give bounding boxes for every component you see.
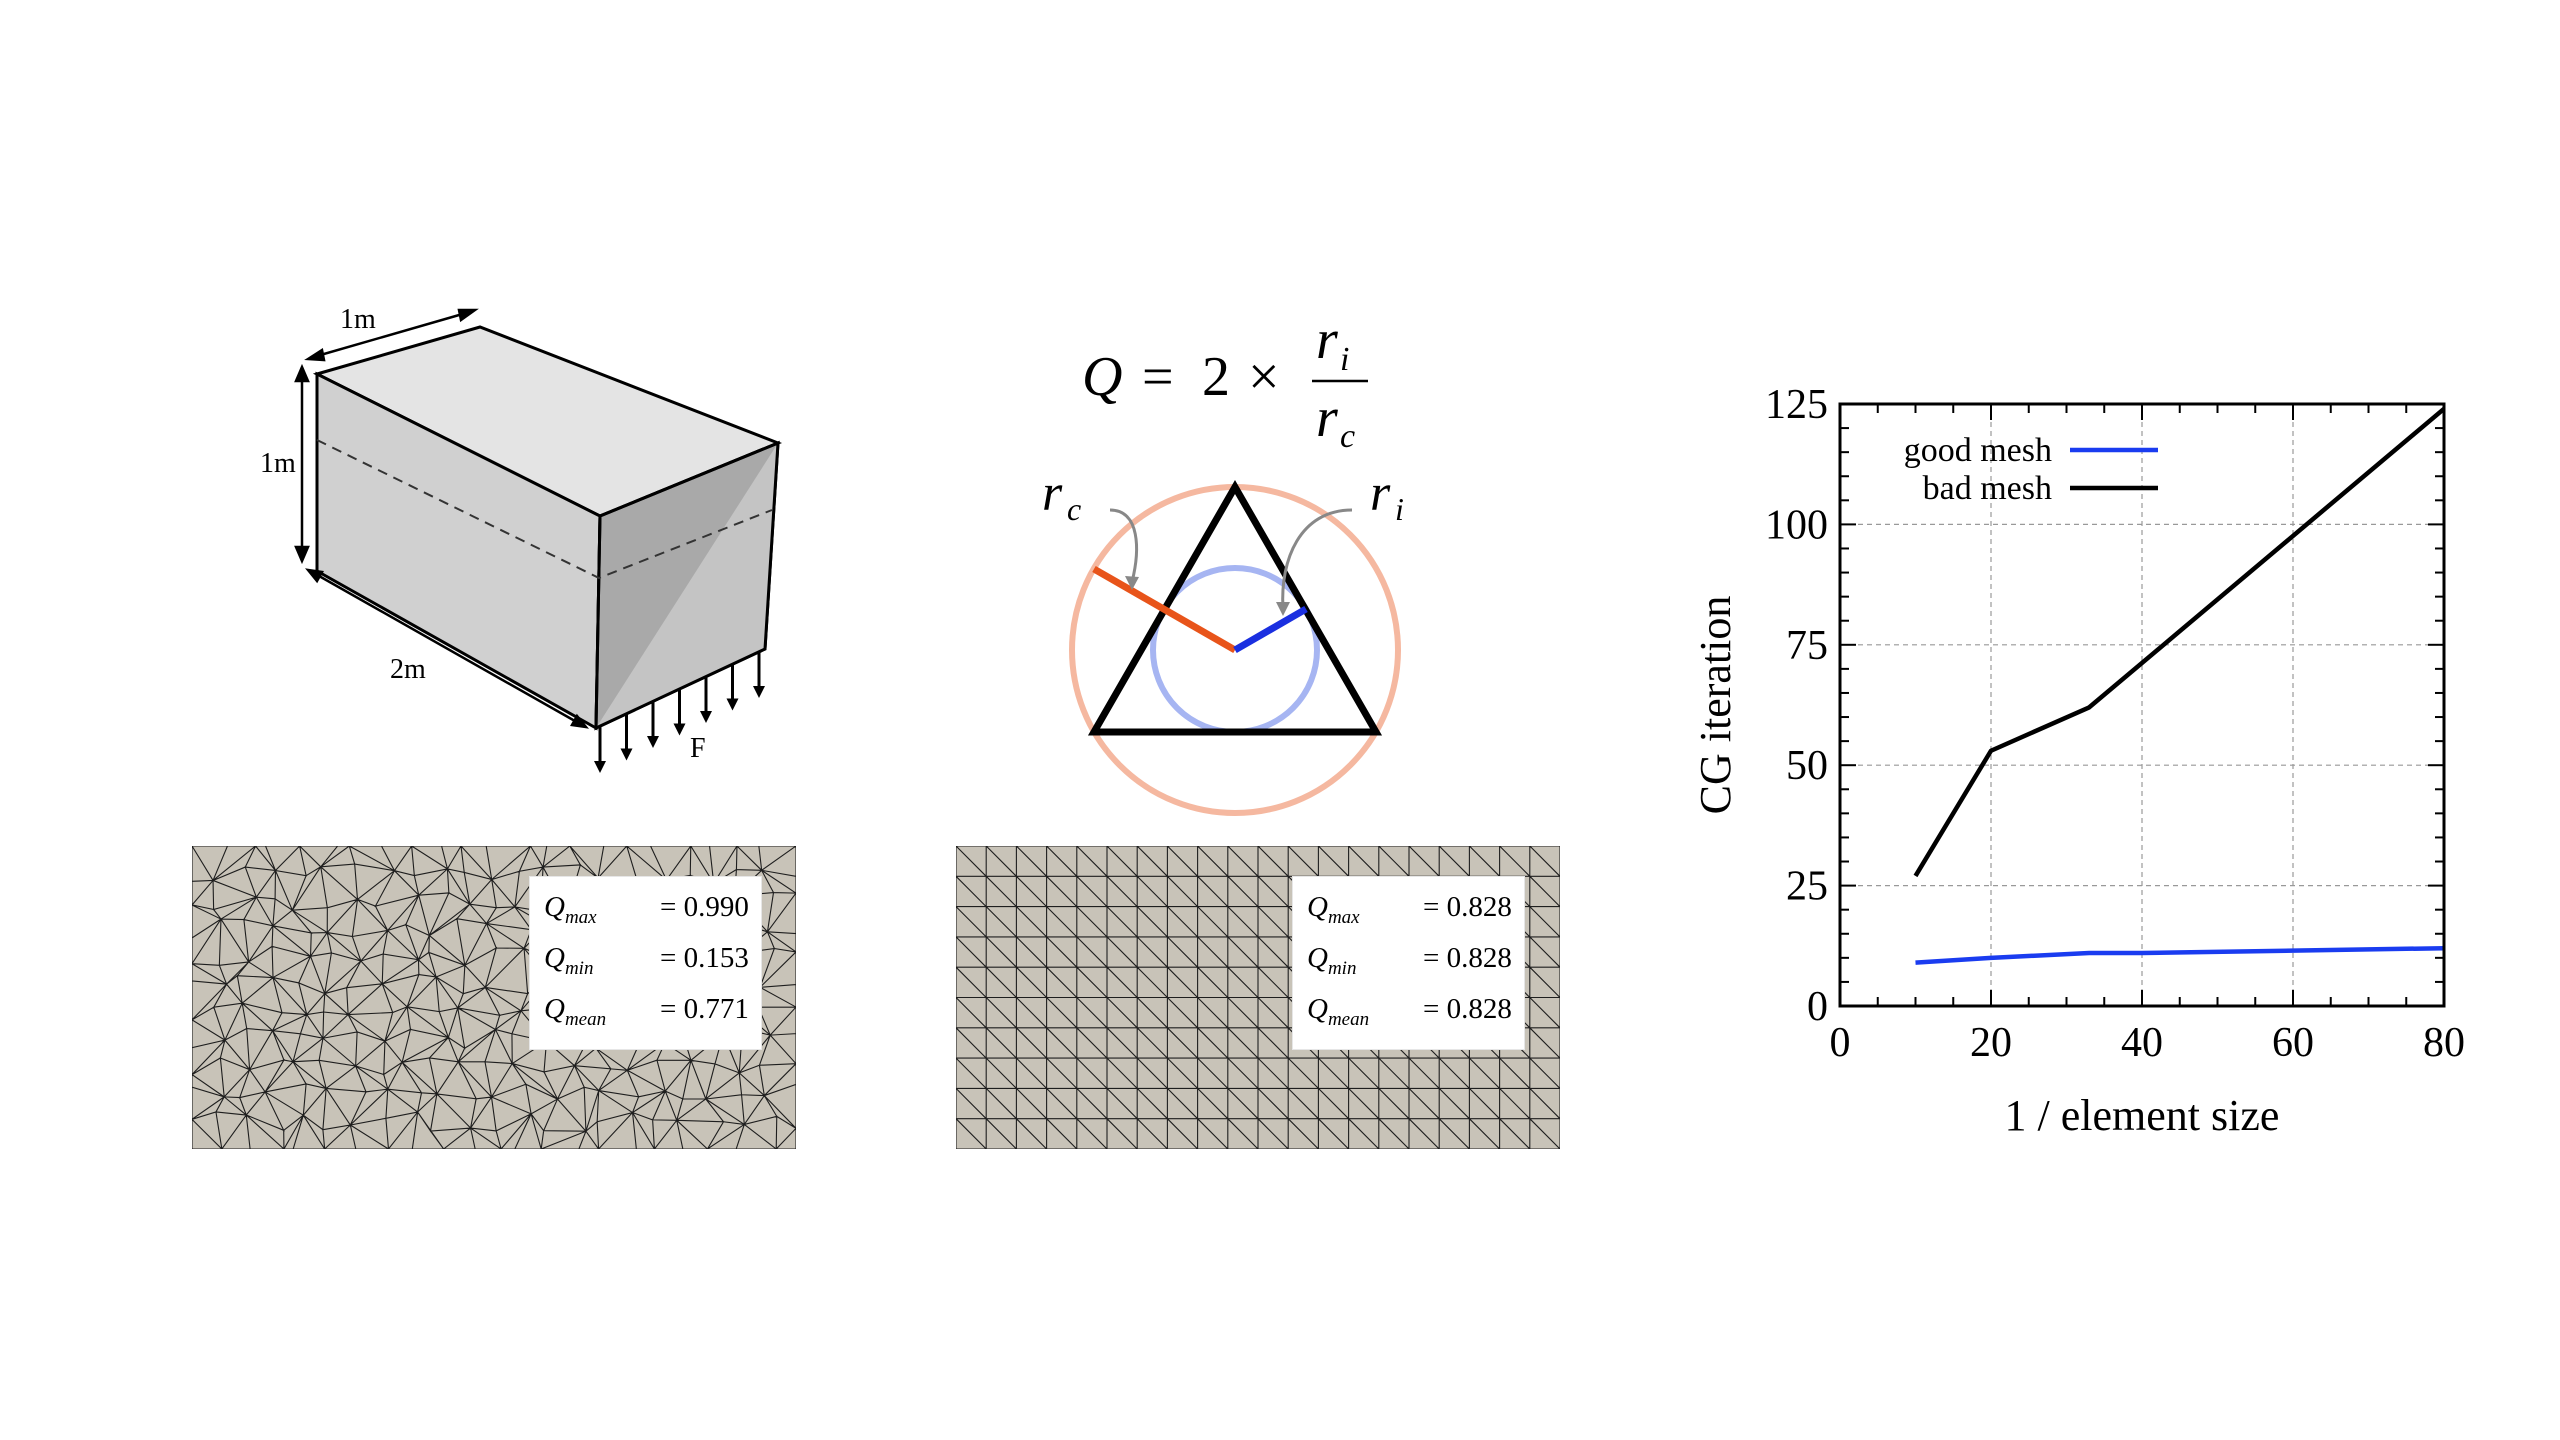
force-arrow-head xyxy=(620,748,633,761)
dim-width-arrow xyxy=(304,308,479,362)
bad-q-max-row: Qmax = 0.990 xyxy=(544,887,749,938)
y-tick-label: 100 xyxy=(1765,502,1828,548)
dim-height-arrow xyxy=(294,363,310,565)
formula-numerator-sub: i xyxy=(1340,341,1349,378)
good-q-mean-row: Qmean = 0.828 xyxy=(1307,989,1512,1040)
chart-grid xyxy=(1840,404,2444,1006)
box-midline xyxy=(316,439,773,580)
y-axis-label: CG iteration xyxy=(1691,596,1740,815)
box-side-outline xyxy=(594,440,780,731)
bad-q-max-value: = 0.990 xyxy=(660,891,749,923)
ri-segment xyxy=(1233,605,1308,654)
dim-height-label: 1m xyxy=(260,448,296,479)
dim-length-arrow xyxy=(305,568,589,729)
force-arrows xyxy=(594,652,765,773)
formula-lhs: Q xyxy=(1082,346,1122,408)
rc-label: r xyxy=(1042,465,1063,522)
y-tick-label: 75 xyxy=(1786,623,1828,669)
force-arrow-head xyxy=(753,686,765,698)
bad-q-mean-value: = 0.771 xyxy=(660,992,749,1025)
bad-mesh-panel: Qmax = 0.990 Qmin = 0.153 Qmean = 0.771 xyxy=(191,845,797,1150)
force-arrow-head xyxy=(700,711,712,723)
good-mesh-panel: Qmax = 0.828 Qmin = 0.828 Qmean = 0.828 xyxy=(955,845,1561,1150)
legend-label: good mesh xyxy=(1904,432,2052,469)
ri-label: r xyxy=(1370,465,1391,522)
y-tick-label: 0 xyxy=(1807,984,1828,1030)
series-line-bad-mesh xyxy=(1913,407,2446,878)
chart-axes: 0 20 40 60 80 0 25 50 75 100 125 xyxy=(1765,382,2465,1066)
y-tick-label: 25 xyxy=(1786,864,1828,910)
rc-segment xyxy=(1092,565,1237,654)
good-q-min-row: Qmin = 0.828 xyxy=(1307,938,1512,989)
ri-label-sub: i xyxy=(1395,491,1404,527)
x-tick-label: 20 xyxy=(1970,1020,2012,1066)
formula-coefficient: 2 xyxy=(1202,346,1230,408)
bad-mesh-quality-box: Qmax = 0.990 Qmin = 0.153 Qmean = 0.771 xyxy=(529,876,762,1051)
formula-denominator-sub: c xyxy=(1340,418,1355,455)
y-tick-label: 125 xyxy=(1765,382,1828,428)
x-tick-label: 80 xyxy=(2423,1020,2465,1066)
rc-pointer-arrow xyxy=(1109,508,1138,583)
box-diagram-svg: 1m 1m 2m F xyxy=(260,304,783,773)
legend-label: bad mesh xyxy=(1923,470,2052,507)
quality-formula-figure: Q = 2 × r i r c r c r i xyxy=(1000,309,1460,840)
bad-q-mean-row: Qmean = 0.771 xyxy=(544,989,749,1040)
good-q-max-row: Qmax = 0.828 xyxy=(1307,887,1512,938)
force-arrow-head xyxy=(673,723,686,736)
good-q-max-value: = 0.828 xyxy=(1423,891,1512,923)
ri-pointer-arrow xyxy=(1281,508,1353,609)
force-label: F xyxy=(690,733,706,764)
x-tick-label: 40 xyxy=(2121,1020,2163,1066)
box-diagram: 1m 1m 2m F xyxy=(230,295,850,795)
formula-times: × xyxy=(1248,346,1280,408)
bad-q-min-row: Qmin = 0.153 xyxy=(544,938,749,989)
dim-width-label: 1m xyxy=(340,304,376,335)
box-side-shade xyxy=(596,443,778,728)
force-arrow-head xyxy=(726,698,739,711)
formula-denominator: r xyxy=(1316,387,1338,449)
dim-length-label: 2m xyxy=(390,654,426,685)
good-mesh-quality-box: Qmax = 0.828 Qmin = 0.828 Qmean = 0.828 xyxy=(1292,876,1525,1051)
x-tick-label: 60 xyxy=(2272,1020,2314,1066)
good-q-min-value: = 0.828 xyxy=(1423,941,1512,974)
good-q-mean-value: = 0.828 xyxy=(1423,992,1512,1025)
x-axis-label: 1 / element size xyxy=(2005,1091,2280,1140)
rc-label-sub: c xyxy=(1067,491,1081,527)
series-line-good-mesh xyxy=(1915,945,2445,965)
rc-pointer-head xyxy=(1125,576,1139,590)
y-tick-label: 50 xyxy=(1786,743,1828,789)
chart-series-group xyxy=(1913,407,2446,965)
x-tick-label: 0 xyxy=(1830,1020,1851,1066)
formula-numerator: r xyxy=(1316,320,1338,371)
force-arrow-head xyxy=(647,736,659,748)
formula-equals: = xyxy=(1142,346,1174,408)
quality-formula-svg: Q = 2 × r i r c r c r i xyxy=(1042,309,1404,816)
ri-pointer-head xyxy=(1276,602,1290,616)
bad-q-min-value: = 0.153 xyxy=(660,941,749,974)
force-arrow-head xyxy=(594,761,606,773)
